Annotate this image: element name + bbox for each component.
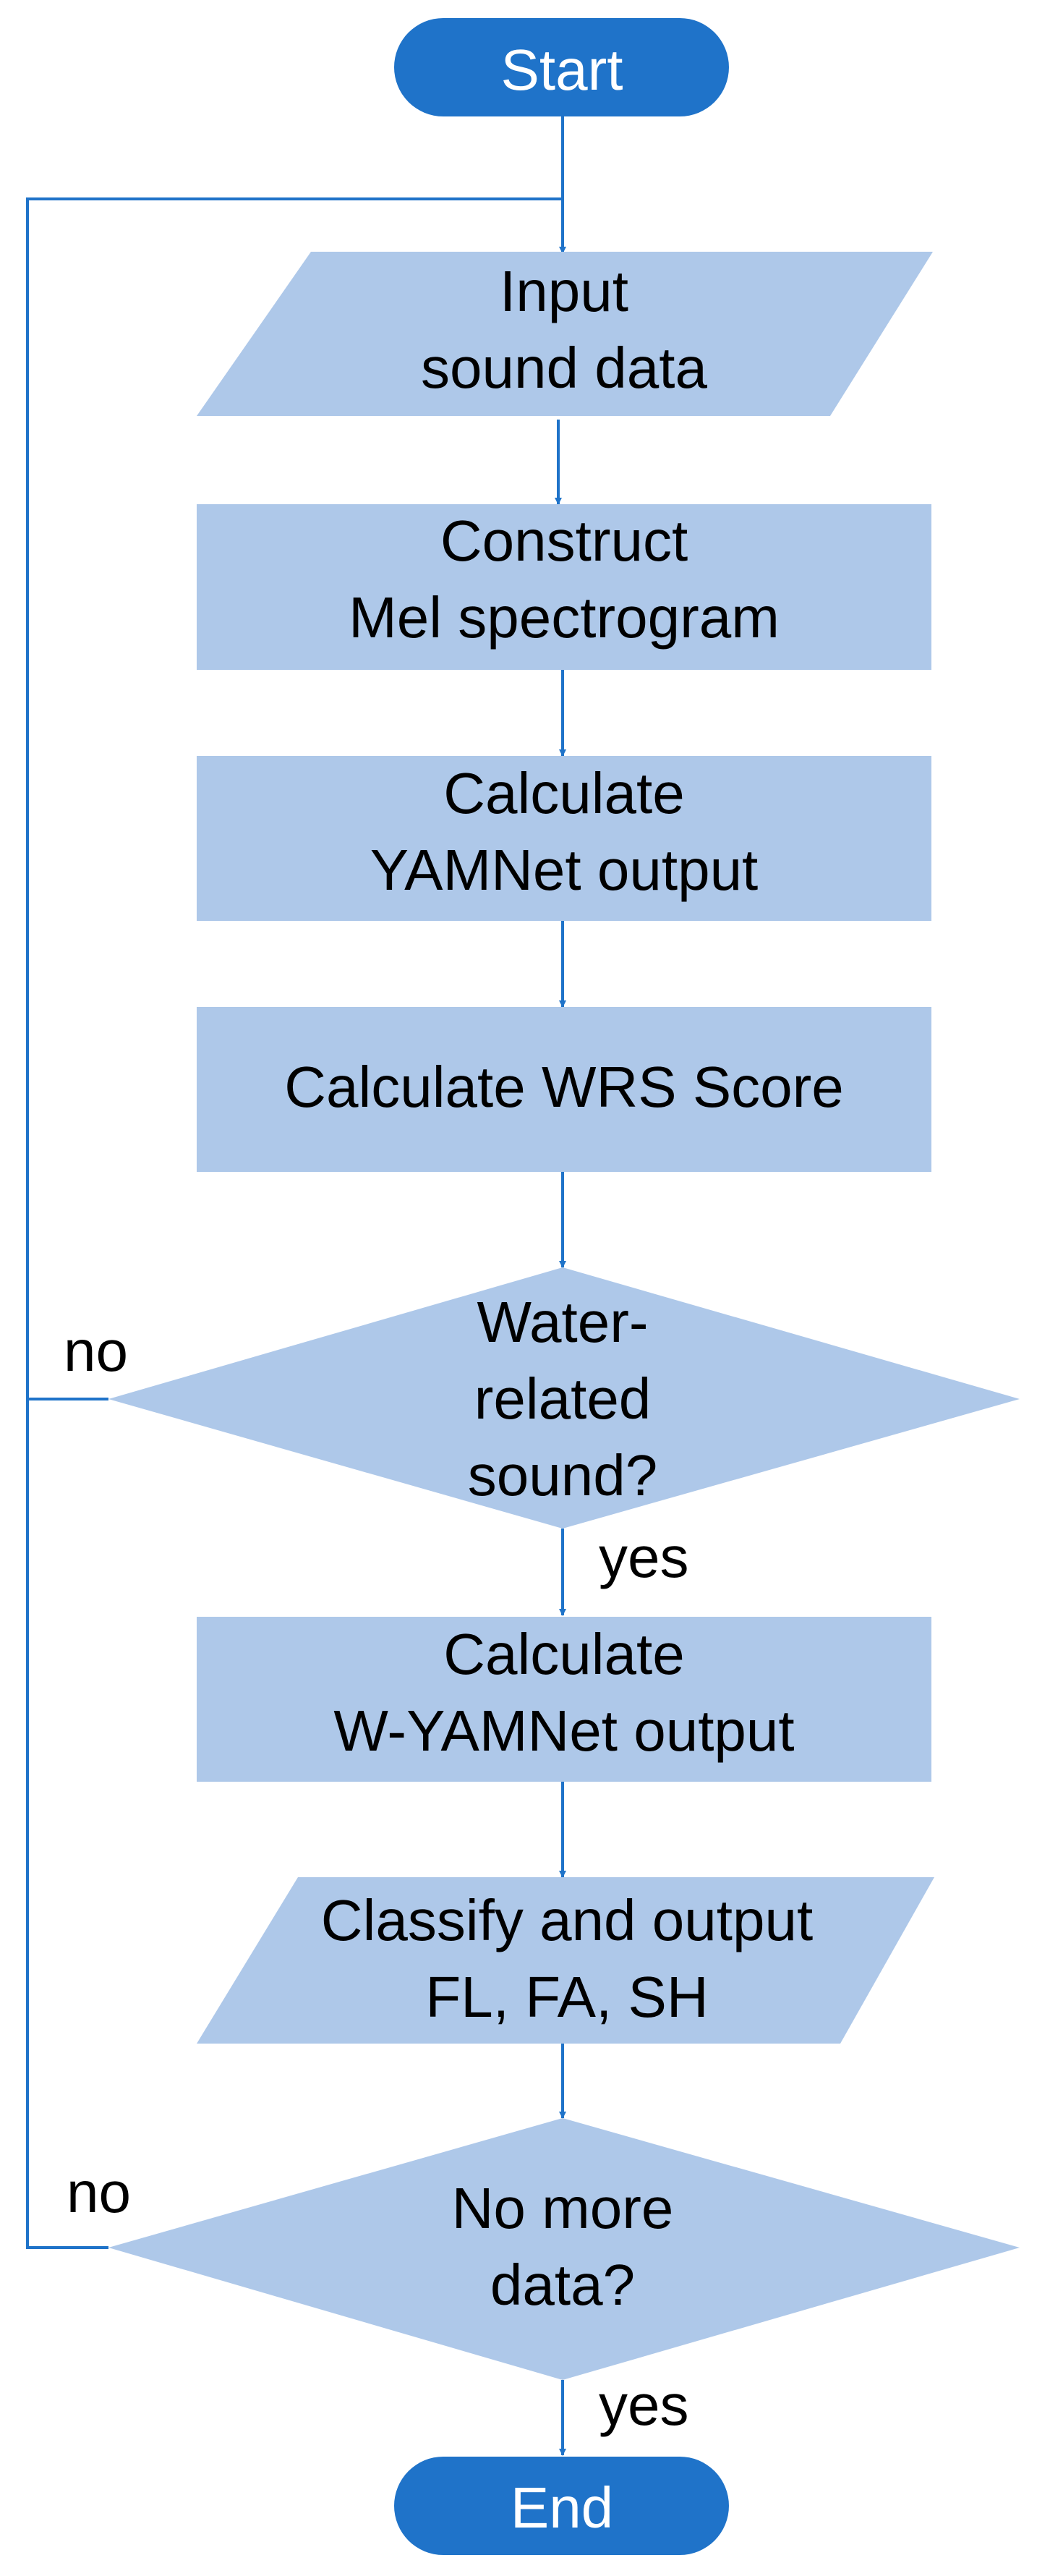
classify-parallelogram xyxy=(197,1877,934,2044)
connectors xyxy=(26,116,566,2456)
label-line: YAMNet output xyxy=(370,838,759,902)
more-no-label: no xyxy=(67,2160,131,2224)
label-line: Start xyxy=(501,38,623,102)
end-terminator xyxy=(394,2457,729,2555)
label-line: FL, FA, SH xyxy=(425,1965,708,2029)
label-line: data? xyxy=(490,2253,635,2317)
label-line: related xyxy=(474,1366,652,1431)
input-parallelogram xyxy=(197,252,933,416)
wyamnet-process xyxy=(197,1617,931,1782)
more-label: No more data? xyxy=(452,2176,674,2317)
start-terminator xyxy=(394,18,729,116)
water-no-label: no xyxy=(64,1319,128,1383)
wrs-process xyxy=(197,1007,931,1172)
label-line: Construct xyxy=(440,509,688,573)
water-decision xyxy=(108,1267,1020,1529)
wrs-label: Calculate WRS Score xyxy=(284,1055,844,1119)
more-yes-label: yes xyxy=(599,2373,689,2437)
label-line: No more xyxy=(452,2176,674,2240)
label-line: Input xyxy=(500,259,628,323)
label-line: sound data xyxy=(421,336,707,400)
label-line: W-YAMNet output xyxy=(333,1699,794,1763)
label-line: Water- xyxy=(477,1290,648,1354)
label-line: End xyxy=(511,2475,613,2540)
label-line: Mel spectrogram xyxy=(349,585,780,650)
more-decision xyxy=(108,2118,1020,2380)
label-line: sound? xyxy=(468,1443,657,1508)
water-yes-label: yes xyxy=(599,1525,689,1589)
input-label: Input sound data xyxy=(421,259,707,400)
loop-back-line xyxy=(26,197,563,1400)
loop-back-line-more xyxy=(26,1399,108,2249)
mel-process xyxy=(197,504,931,670)
water-label: Water-related sound? xyxy=(468,1290,657,1508)
label-line: Calculate WRS Score xyxy=(284,1055,844,1119)
end-label: End xyxy=(511,2475,613,2540)
start-label: Start xyxy=(501,38,623,102)
label-line: Calculate xyxy=(443,761,685,825)
label-line: Calculate xyxy=(443,1622,685,1686)
yamnet-process xyxy=(197,756,931,921)
label-line: Classify and output xyxy=(321,1888,813,1952)
